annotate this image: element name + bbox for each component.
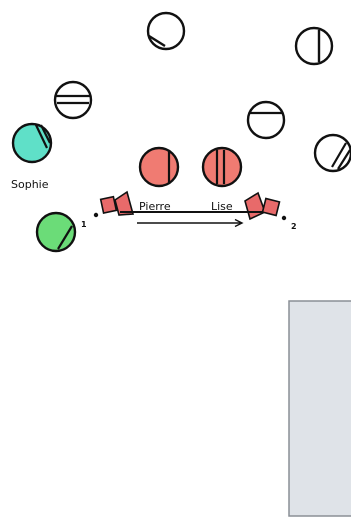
camera-2-icon xyxy=(244,191,281,221)
figure-sophie xyxy=(11,122,53,164)
figure-red-2 xyxy=(201,146,243,188)
figure-white-3 xyxy=(53,80,93,120)
camera-1-icon xyxy=(99,190,135,216)
marker-2-dot xyxy=(281,215,287,221)
marker-1-label: 1 xyxy=(81,220,87,229)
marker-1-dot xyxy=(93,212,99,218)
label-lise: Lise xyxy=(211,200,233,213)
figure-white-2 xyxy=(294,26,334,66)
marker-2-label: 2 xyxy=(291,222,297,231)
figure-white-1 xyxy=(146,11,186,51)
figure-white-4 xyxy=(246,100,286,140)
figure-red-1 xyxy=(138,146,180,188)
label-sophie: Sophie xyxy=(11,178,49,191)
sophie-circle xyxy=(11,122,53,164)
side-panel xyxy=(288,300,351,517)
direction-arrow xyxy=(137,218,244,228)
figure-white-5 xyxy=(313,133,351,173)
label-pierre: Pierre xyxy=(139,200,171,213)
figure-green xyxy=(35,211,77,253)
